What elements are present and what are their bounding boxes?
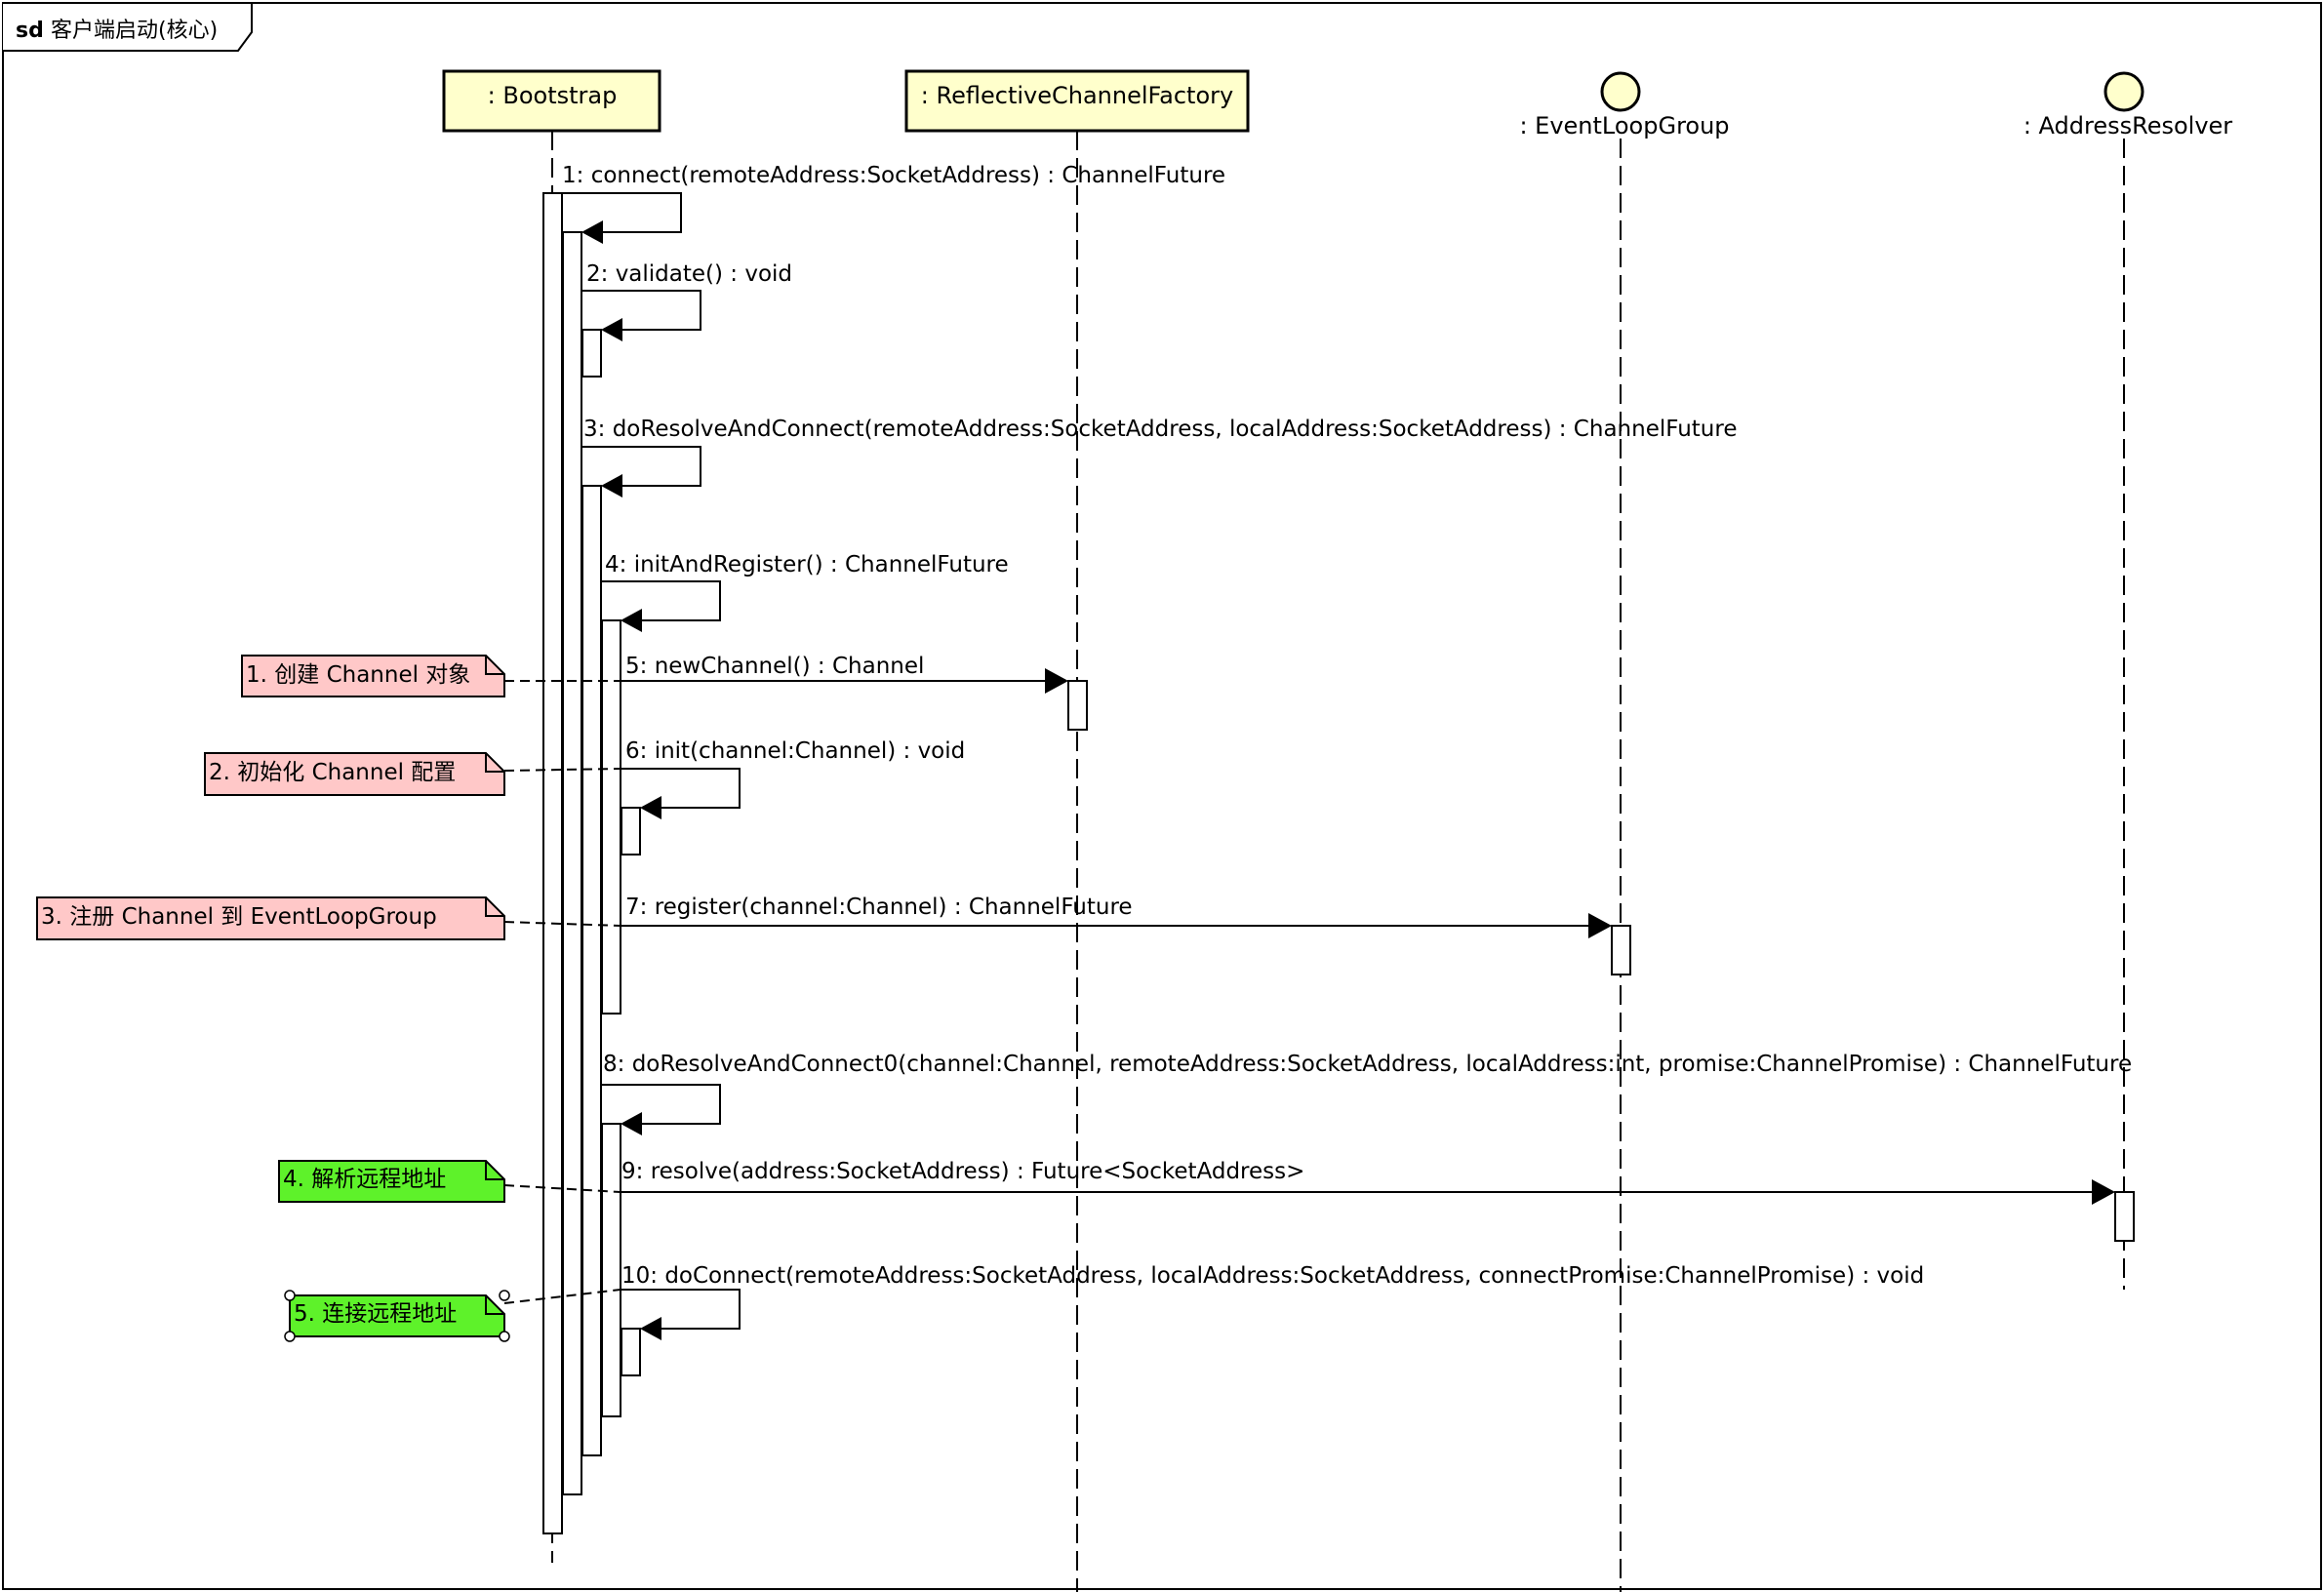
- note-4-text: 4. 解析远程地址: [283, 1167, 446, 1192]
- participant-resolver: : AddressResolver: [2023, 71, 2232, 139]
- message-2-label: 2: validate() : void: [586, 261, 792, 287]
- activation-bootstrap-10: [621, 1328, 641, 1376]
- activations: [542, 192, 2135, 1534]
- message-8-arrow: [601, 1084, 721, 1125]
- note-3: 3. 注册 Channel 到 EventLoopGroup: [36, 896, 621, 940]
- activation-bootstrap-3: [562, 231, 582, 1495]
- message-3-arrow: [581, 446, 701, 487]
- message-4-label: 4: initAndRegister() : ChannelFuture: [605, 552, 1009, 577]
- activation-bootstrap-8: [601, 1123, 621, 1417]
- arrowhead-8: [621, 1112, 642, 1135]
- activation-bootstrap-4: [581, 485, 602, 1456]
- arrowhead-9: [2092, 1179, 2115, 1205]
- note-1: 1. 创建 Channel 对象: [241, 655, 621, 697]
- note-1-text: 1. 创建 Channel 对象: [246, 662, 470, 688]
- frame-title: 客户端启动(核心): [51, 19, 218, 43]
- participant-factory: : ReflectiveChannelFactory: [904, 69, 1250, 133]
- note-5[interactable]: 5. 连接远程地址: [284, 1289, 621, 1342]
- arrowhead-6: [640, 796, 661, 819]
- activation-bootstrap-6: [621, 807, 641, 856]
- message-1-arrow: [562, 192, 682, 233]
- participant-bootstrap: : Bootstrap: [442, 69, 661, 133]
- message-labels: 1: connect(remoteAddress:SocketAddress) …: [562, 163, 2132, 1289]
- activation-factory: [1067, 680, 1088, 731]
- activation-resolver: [2114, 1191, 2135, 1242]
- selection-handle[interactable]: [284, 1331, 296, 1342]
- message-1-label: 1: connect(remoteAddress:SocketAddress) …: [562, 163, 1225, 188]
- note-4: 4. 解析远程地址: [278, 1160, 621, 1203]
- message-arrows: [562, 192, 2095, 1330]
- entity-icon: [2104, 71, 2144, 112]
- entity-icon: [1600, 71, 1641, 112]
- arrowhead-7: [1588, 913, 1612, 938]
- message-5-label: 5: newChannel() : Channel: [625, 654, 924, 679]
- note-2-text: 2. 初始化 Channel 配置: [209, 760, 456, 785]
- arrowhead-3: [601, 474, 622, 498]
- arrowheads: [581, 220, 2115, 1340]
- participant-resolver-label: : AddressResolver: [2023, 112, 2232, 139]
- frame-keyword: sd: [16, 19, 44, 43]
- activation-bootstrap-1: [542, 192, 563, 1534]
- message-6-label: 6: init(channel:Channel) : void: [625, 738, 965, 764]
- lifelines: [551, 131, 2125, 1592]
- note-5-text: 5. 连接远程地址: [294, 1301, 457, 1327]
- participant-eventloop: : EventLoopGroup: [1519, 71, 1730, 139]
- activation-bootstrap-2: [581, 329, 602, 378]
- message-10-label: 10: doConnect(remoteAddress:SocketAddres…: [621, 1263, 1924, 1289]
- activation-eventloop: [1611, 925, 1631, 975]
- participant-bootstrap-label: : Bootstrap: [488, 82, 618, 109]
- arrowhead-2: [601, 318, 622, 341]
- participant-factory-label: : ReflectiveChannelFactory: [921, 82, 1233, 109]
- message-3-label: 3: doResolveAndConnect(remoteAddress:Soc…: [583, 417, 1737, 442]
- message-7-label: 7: register(channel:Channel) : ChannelFu…: [625, 895, 1133, 920]
- note-2: 2. 初始化 Channel 配置: [204, 752, 621, 796]
- message-9-label: 9: resolve(address:SocketAddress) : Futu…: [621, 1159, 1304, 1184]
- message-8-label: 8: doResolveAndConnect0(channel:Channel,…: [603, 1052, 2132, 1077]
- arrowhead-5: [1045, 668, 1068, 694]
- message-6-arrow: [621, 768, 741, 809]
- message-10-arrow: [621, 1289, 741, 1330]
- note-3-text: 3. 注册 Channel 到 EventLoopGroup: [41, 904, 437, 930]
- selection-handle[interactable]: [499, 1290, 510, 1301]
- arrowhead-10: [640, 1317, 661, 1340]
- message-2-arrow: [581, 290, 701, 331]
- message-4-arrow: [601, 580, 721, 621]
- selection-handle[interactable]: [499, 1331, 510, 1342]
- selection-handle[interactable]: [284, 1290, 296, 1301]
- arrowhead-4: [621, 609, 642, 632]
- participant-eventloop-label: : EventLoopGroup: [1519, 112, 1729, 139]
- arrowhead-1: [581, 220, 603, 244]
- activation-bootstrap-5: [601, 619, 621, 1015]
